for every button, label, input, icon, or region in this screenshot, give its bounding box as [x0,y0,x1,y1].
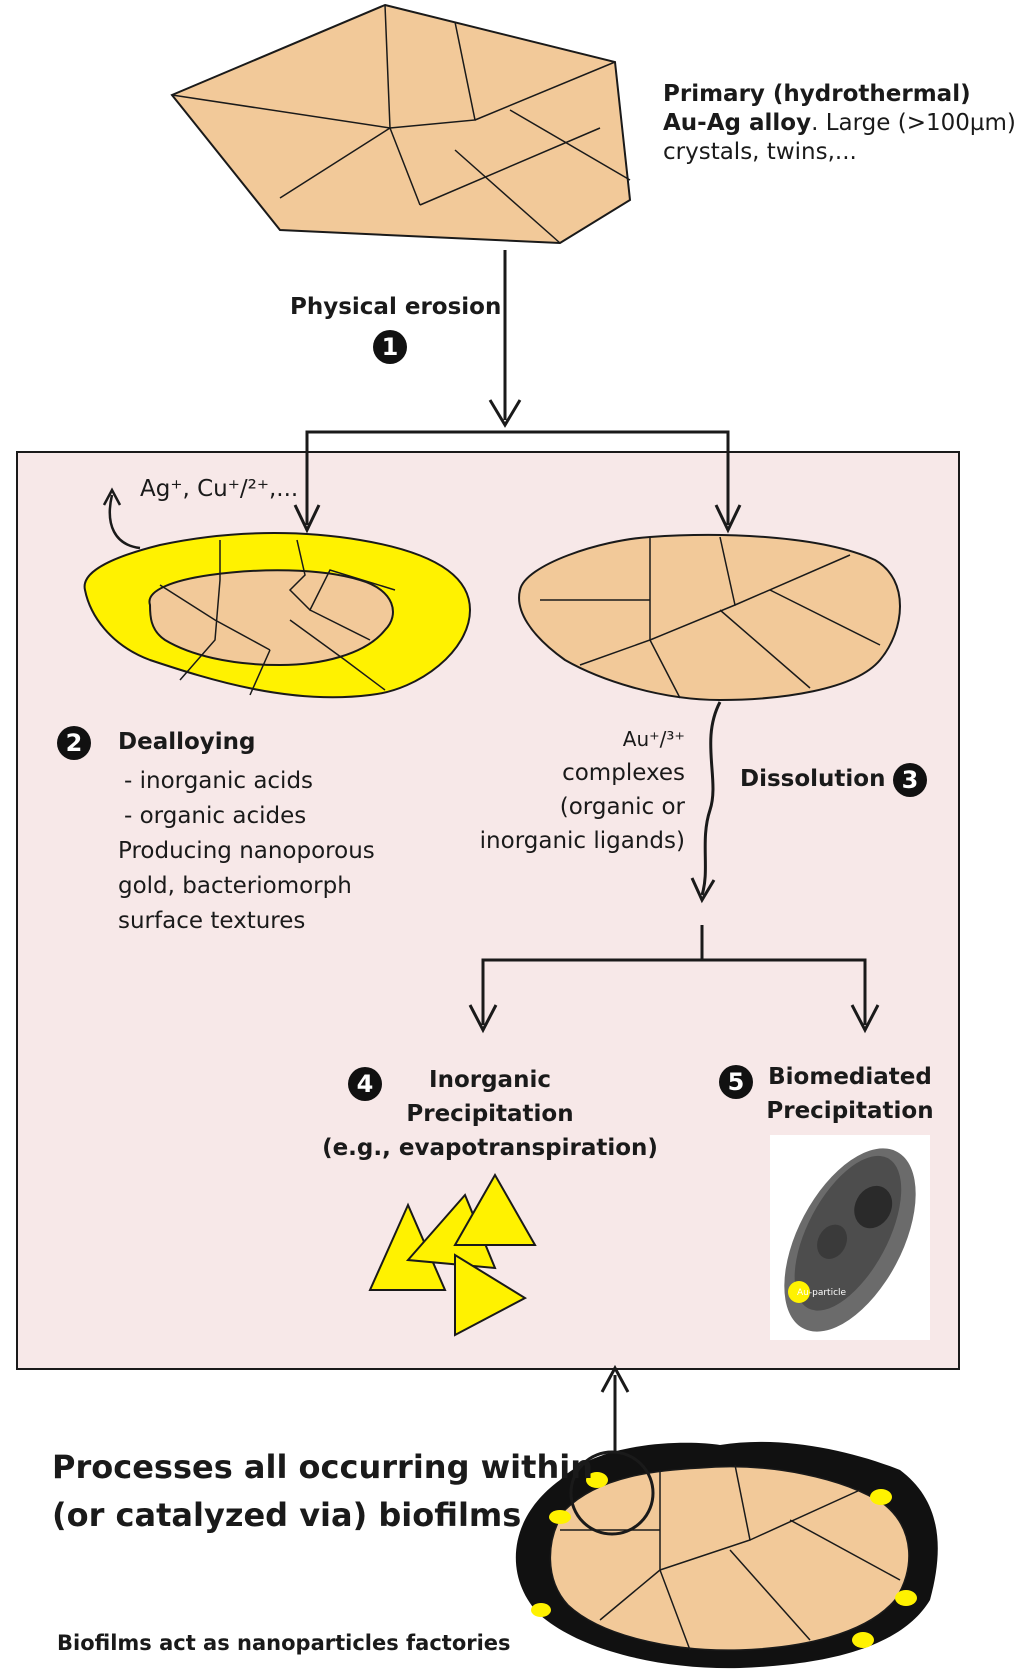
biofilm-heading: Processes all occurring within (or catal… [52,1443,593,1539]
step-2-badge: 2 [57,726,91,760]
biomediated-line: Biomediated [768,1064,932,1090]
inorganic-line: Inorganic [429,1067,551,1093]
step-5-badge: 5 [719,1065,753,1099]
complex-line: inorganic ligands) [479,828,685,854]
step-4-badge: 4 [348,1067,382,1101]
biofilm-heading-line: (or catalyzed via) biofilms [52,1496,522,1534]
primary-line3: crystals, twins,... [663,138,857,165]
precipitation-branch-arrow [468,925,880,1034]
primary-line1: Primary (hydrothermal) [663,81,971,107]
dealloying-line: Producing nanoporous [118,838,375,864]
complex-line: (organic or [559,794,685,820]
primary-alloy: Au-Ag alloy [663,109,812,136]
intact-crystal [518,533,901,702]
primary-size: . Large (>100µm) [811,109,1016,136]
split-arrow [293,430,742,534]
dealloying-line: surface textures [118,908,306,934]
dealloying-line: - inorganic acids [124,768,314,794]
dissolution-arrow [700,701,722,896]
complex-line: Au⁺/³⁺ [622,727,685,751]
biofilm-heading-line: Processes all occurring within [52,1448,593,1486]
inorganic-line: (e.g., evapotranspiration) [322,1135,658,1161]
biofilm-caption: Biofilms act as nanoparticles factories [57,1631,511,1655]
inorganic-label: Inorganic Precipitation (e.g., evapotran… [320,1063,660,1165]
biomediated-line: Precipitation [766,1098,934,1124]
primary-crystal [170,3,632,245]
inorganic-line: Precipitation [406,1101,574,1127]
au-particle-label: Au-particle [797,1288,847,1298]
biofilm-crystal [515,1441,938,1669]
biomediated-label: Biomediated Precipitation [760,1060,940,1128]
gold-triangles [368,1172,537,1337]
dealloyed-crystal [83,532,472,699]
complex-line: complexes [562,760,685,786]
dealloying-title: Dealloying [118,729,256,755]
dealloying-notes: - inorganic acids - organic acides Produ… [118,764,375,939]
ion-release-arrow [108,494,141,550]
dealloying-line: - organic acides [124,803,307,829]
erosion-label: Physical erosion [290,294,502,320]
au-complexes: Au⁺/³⁺ complexes (organic or inorganic l… [465,722,685,858]
primary-label: Primary (hydrothermal) Au-Ag alloy. Larg… [663,80,1016,166]
bacterium-micrograph [770,1135,930,1340]
dissolution-title: Dissolution [740,766,886,792]
step-1-badge: 1 [373,330,407,364]
step-3-badge: 3 [893,763,927,797]
leached-ions: Ag⁺, Cu⁺/²⁺,... [140,476,299,502]
dealloying-line: gold, bacteriomorph [118,873,352,899]
